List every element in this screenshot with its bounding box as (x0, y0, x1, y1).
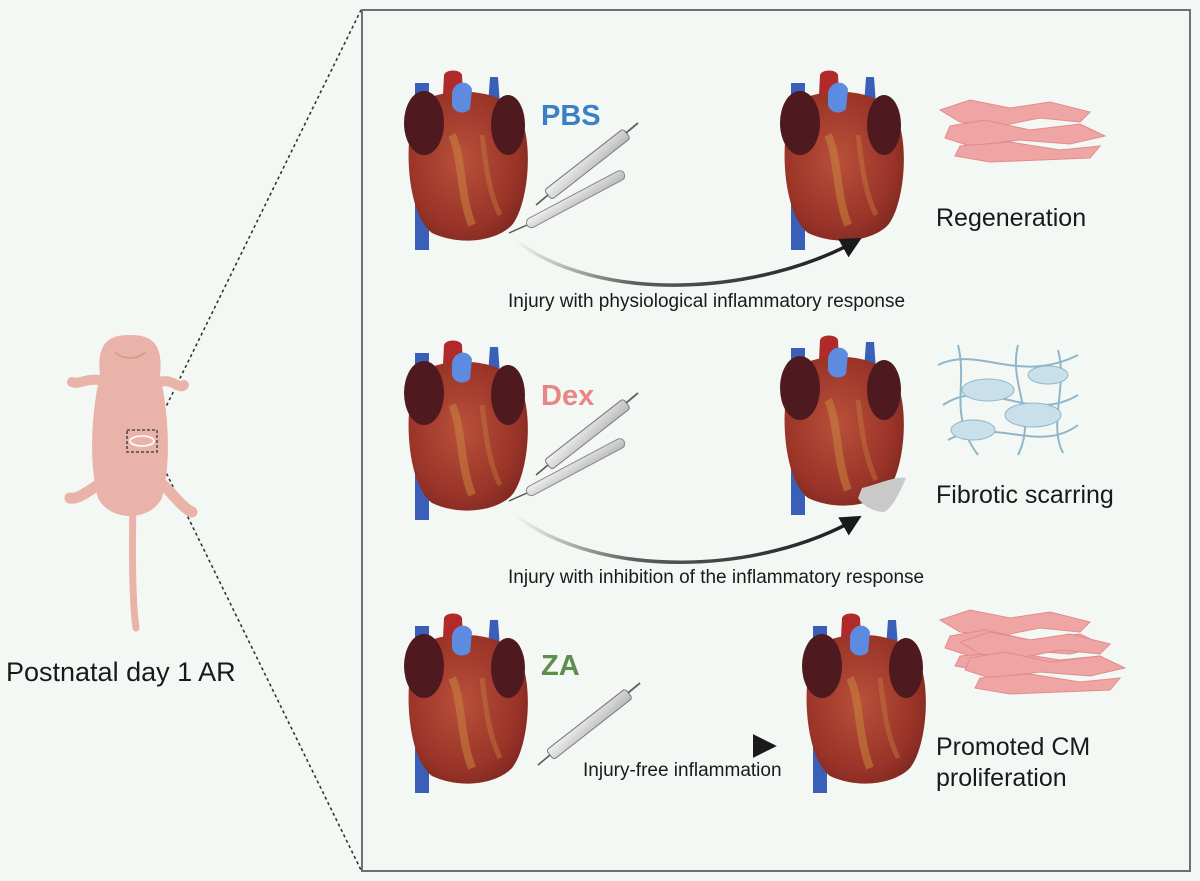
row-pbs (404, 71, 1106, 287)
injured-heart-dex (404, 341, 528, 521)
caption-za: Injury-free inflammation (583, 760, 782, 781)
outcome-za-line2: proliferation (936, 764, 1067, 792)
heart-za (404, 614, 528, 794)
outcome-pbs: Regeneration (936, 204, 1087, 232)
drug-label-za: ZA (541, 650, 580, 682)
zoom-line-top (155, 9, 362, 428)
arrow-dex (513, 513, 862, 564)
outcome-za-line1: Promoted CM (936, 733, 1091, 761)
specimen-label: Postnatal day 1 AR (6, 657, 236, 687)
proliferating-heart (802, 614, 926, 794)
scar-tissue (858, 477, 906, 512)
regenerated-heart (780, 71, 904, 251)
row-za (404, 610, 1126, 794)
incision-box (126, 429, 158, 453)
arrow-pbs (513, 237, 862, 287)
drug-label-dex: Dex (541, 380, 595, 412)
outcome-dex: Fibrotic scarring (936, 481, 1114, 509)
cardiomyocyte-cluster-dense-2-icon (959, 631, 1126, 695)
caption-dex: Injury with inhibition of the inflammato… (508, 567, 925, 588)
row-dex (404, 336, 1079, 564)
injured-heart-pbs (404, 71, 528, 251)
caption-pbs: Injury with physiological inflammatory r… (508, 291, 906, 312)
neonatal-rat-illustration (64, 335, 198, 632)
cardiomyocyte-cluster-icon (939, 99, 1106, 163)
drug-label-pbs: PBS (541, 100, 601, 132)
